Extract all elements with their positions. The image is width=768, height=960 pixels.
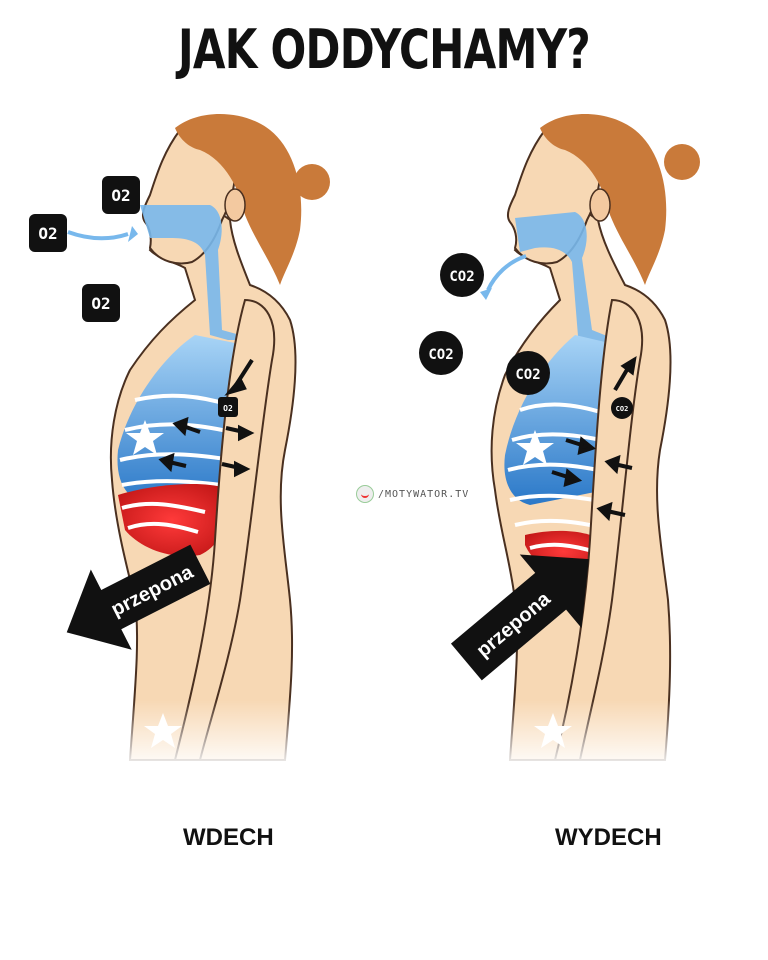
co2-badge: CO2 xyxy=(506,351,550,395)
svg-text:CO2: CO2 xyxy=(428,347,453,363)
co2-badge: CO2 xyxy=(419,331,463,375)
ear-right xyxy=(589,188,611,222)
hair-bun-right xyxy=(664,144,700,180)
bottom-fade xyxy=(0,700,768,770)
lung-arrows-left xyxy=(158,358,255,478)
svg-text:O2: O2 xyxy=(38,224,57,243)
watermark-logo-icon xyxy=(356,485,374,503)
hair-right xyxy=(540,113,667,286)
o2-badge: O2 xyxy=(82,284,120,322)
star-icon xyxy=(126,420,164,455)
airway-left xyxy=(140,205,240,340)
svg-text:O2: O2 xyxy=(223,404,233,413)
star-icon xyxy=(516,430,554,465)
airway-right xyxy=(515,212,612,344)
o2-badge: O2 xyxy=(102,176,140,214)
lung-arrows-right xyxy=(551,356,637,522)
page-title: JAK ODDYCHAMY? xyxy=(178,18,591,81)
o2-badge-small: O2 xyxy=(218,397,238,417)
lungs-right xyxy=(504,335,618,505)
svg-text:CO2: CO2 xyxy=(616,405,629,413)
watermark: /MOTYWATOR.TV xyxy=(356,485,469,503)
figure-inhale: przepona xyxy=(66,113,330,761)
co2-badge-small: CO2 xyxy=(611,397,633,419)
airflow-out-arrow xyxy=(486,254,527,291)
diaphragm-left xyxy=(118,484,227,557)
svg-text:CO2: CO2 xyxy=(449,269,474,285)
caption-inhale: WDECH xyxy=(183,824,274,851)
hair-left xyxy=(175,113,302,286)
hair-bun-left xyxy=(294,164,330,200)
svg-text:O2: O2 xyxy=(111,186,130,205)
co2-badge: CO2 xyxy=(440,253,484,297)
ear-left xyxy=(224,188,246,222)
svg-text:CO2: CO2 xyxy=(515,367,540,383)
airflow-in-arrow xyxy=(67,230,129,241)
o2-badge: O2 xyxy=(29,214,67,252)
caption-exhale: WYDECH xyxy=(555,824,662,851)
watermark-text: /MOTYWATOR.TV xyxy=(378,488,470,500)
svg-text:O2: O2 xyxy=(91,294,110,313)
figure-exhale: przepona xyxy=(450,113,700,761)
